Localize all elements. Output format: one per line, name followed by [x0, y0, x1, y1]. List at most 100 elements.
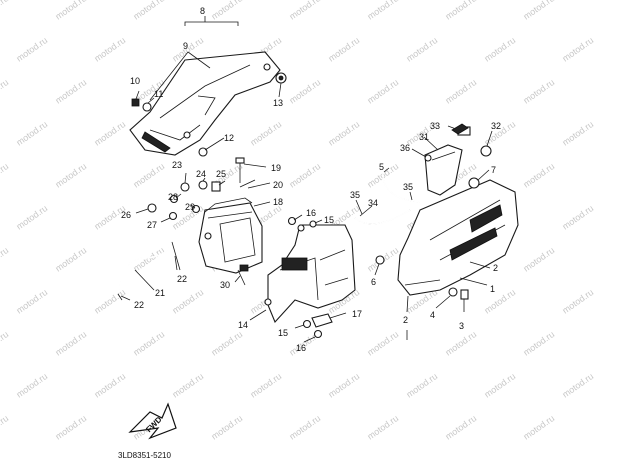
- watermark-text: motod.ru: [53, 245, 88, 274]
- collar-4: [448, 287, 458, 297]
- watermark-text: motod.ru: [560, 203, 595, 232]
- callout-29: 29: [185, 202, 195, 212]
- watermark-text: motod.ru: [521, 413, 556, 442]
- watermark-text: motod.ru: [287, 413, 322, 442]
- callout-25: 25: [216, 169, 226, 179]
- bolt-10: [131, 98, 140, 107]
- watermark-text: motod.ru: [131, 161, 166, 190]
- watermark-text: motod.ru: [0, 413, 10, 442]
- callout-12: 12: [224, 133, 234, 143]
- watermark-text: motod.ru: [53, 413, 88, 442]
- watermark-text: motod.ru: [14, 371, 49, 400]
- watermark-text: motod.ru: [443, 413, 478, 442]
- callout-7: 7: [491, 165, 496, 175]
- callout-16: 16: [306, 208, 316, 218]
- watermark-text: motod.ru: [326, 119, 361, 148]
- side-cover: [397, 179, 519, 296]
- watermark-text: motod.ru: [14, 203, 49, 232]
- grommet-6: [375, 255, 385, 265]
- clip-30: [237, 269, 246, 286]
- watermark-text: motod.ru: [560, 119, 595, 148]
- callout-labels: 1 2 2 3 4 5 6 7 8 9 10 11 12 13 14 15 15…: [121, 6, 501, 353]
- nut-28: [169, 194, 179, 204]
- callout-33: 33: [430, 121, 440, 131]
- watermark-text: motod.ru: [209, 0, 244, 22]
- callout-2: 2: [493, 263, 498, 273]
- watermark-text: motod.ru: [365, 413, 400, 442]
- bolt-16-lower: [313, 329, 323, 339]
- watermark-text: motod.ru: [560, 371, 595, 400]
- callout-15-b: 15: [278, 328, 288, 338]
- watermark-text: motod.ru: [287, 161, 322, 190]
- watermark-text: motod.ru: [365, 329, 400, 358]
- watermark-text: motod.ru: [248, 119, 283, 148]
- watermark-text: motod.ru: [326, 371, 361, 400]
- callout-13: 13: [273, 98, 283, 108]
- nut-11: [142, 102, 152, 112]
- watermark-text: motod.ru: [170, 371, 205, 400]
- catalog-code: 3LD8351-5210: [118, 451, 171, 460]
- watermark-text: motod.ru: [404, 35, 439, 64]
- watermark-text: motod.ru: [443, 0, 478, 22]
- watermark-text: motod.ru: [53, 77, 88, 106]
- callout-15: 15: [324, 215, 334, 225]
- watermark-text: motod.ru: [521, 329, 556, 358]
- watermark-text: motod.ru: [482, 35, 517, 64]
- watermark-text: motod.ru: [521, 77, 556, 106]
- callout-27: 27: [147, 220, 157, 230]
- callout-30: 30: [220, 280, 230, 290]
- callout-2-b: 2: [403, 315, 408, 325]
- clamp-36: [424, 154, 432, 162]
- watermark-text: motod.ru: [365, 77, 400, 106]
- callout-4: 4: [430, 310, 435, 320]
- watermark-text: motod.ru: [131, 0, 166, 22]
- watermark-text: motod.ru: [0, 245, 10, 274]
- collar-24: [198, 180, 208, 190]
- callout-34: 34: [368, 198, 378, 208]
- watermark-text: motod.ru: [0, 161, 10, 190]
- callout-31: 31: [419, 132, 429, 142]
- watermark-text: motod.ru: [287, 0, 322, 22]
- callout-16-b: 16: [296, 343, 306, 353]
- callout-8: 8: [200, 6, 205, 16]
- watermark-text: motod.ru: [404, 371, 439, 400]
- watermark-text: motod.ru: [209, 413, 244, 442]
- callout-28: 28: [168, 192, 178, 202]
- watermark-text: motod.ru: [443, 329, 478, 358]
- callout-26: 26: [121, 210, 131, 220]
- bolt-19: [235, 157, 245, 183]
- damper-7: [468, 177, 480, 189]
- callout-22-b: 22: [134, 300, 144, 310]
- watermark-text: motod.ru: [0, 329, 10, 358]
- watermark-text: motod.ru: [92, 35, 127, 64]
- callout-1: 1: [490, 284, 495, 294]
- upper-cover-part: [129, 51, 281, 156]
- watermark-text: motod.ru: [209, 329, 244, 358]
- hose-21: [119, 241, 173, 293]
- bracket-8: [184, 16, 239, 26]
- callout-35-b: 35: [403, 182, 413, 192]
- watermark-text: motod.ru: [248, 371, 283, 400]
- callout-9: 9: [183, 41, 188, 51]
- callout-23: 23: [172, 160, 182, 170]
- watermark-text: motod.ru: [482, 287, 517, 316]
- watermark-text: motod.ru: [560, 287, 595, 316]
- watermark-text: motod.ru: [170, 287, 205, 316]
- air-filter-case: [198, 197, 263, 274]
- callout-22: 22: [177, 274, 187, 284]
- callout-36: 36: [400, 143, 410, 153]
- damper-25: [211, 181, 221, 192]
- watermark-text: motod.ru: [287, 77, 322, 106]
- spacer-23: [180, 182, 190, 192]
- cap-32: [480, 145, 492, 157]
- watermark-text: motod.ru: [131, 329, 166, 358]
- watermark-text: motod.ru: [92, 287, 127, 316]
- callout-5: 5: [379, 162, 384, 172]
- battery-box: [264, 224, 356, 324]
- nut-15-lower: [302, 319, 312, 329]
- watermark-text: motod.ru: [92, 371, 127, 400]
- callout-6: 6: [371, 277, 376, 287]
- watermark-text: motod.ru: [0, 77, 10, 106]
- callout-3: 3: [459, 321, 464, 331]
